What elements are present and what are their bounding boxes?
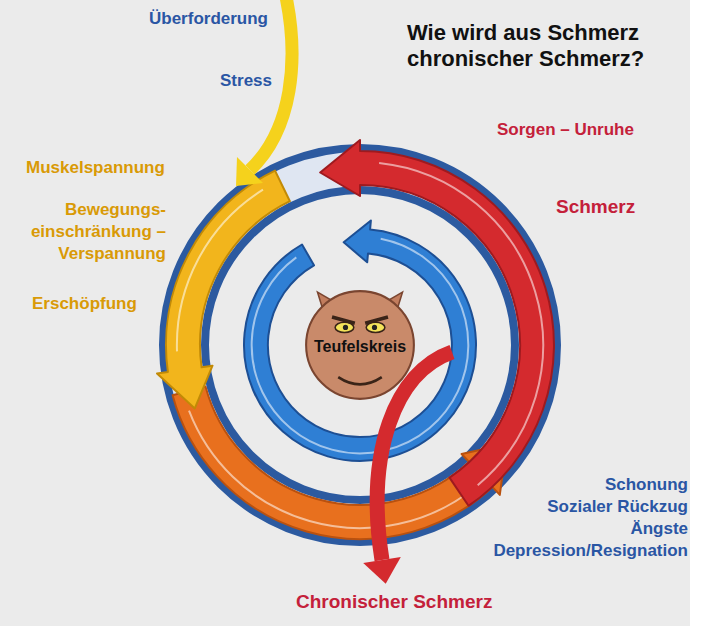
cycle-label: Muskelspannung bbox=[26, 157, 165, 178]
cycle-label: Schmerz bbox=[556, 195, 635, 219]
chronic-arrowhead bbox=[363, 557, 401, 584]
diagram-title: Wie wird aus Schmerz chronischer Schmerz… bbox=[407, 20, 677, 73]
devil-face-circle: Teufelskreis bbox=[303, 288, 417, 402]
cycle-label: Schonung bbox=[605, 474, 688, 495]
stress-arrowhead bbox=[236, 157, 263, 186]
cycle-label: Sozialer Rückzug bbox=[547, 496, 688, 517]
pupil bbox=[372, 325, 377, 330]
cycle-label: Sorgen – Unruhe bbox=[497, 119, 634, 140]
cycle-label: Stress bbox=[220, 70, 272, 91]
pupil bbox=[343, 325, 348, 330]
brows bbox=[332, 317, 388, 323]
node-text: Teufelskreis bbox=[303, 338, 417, 356]
cycle-label: Chronischer Schmerz bbox=[296, 590, 492, 614]
cycle-label: Bewegungs- einschränkung – Verspannung bbox=[6, 199, 166, 265]
cycle-label: Erschöpfung bbox=[32, 293, 137, 314]
cycle-label: Ängste bbox=[630, 518, 688, 539]
arrow-highlight bbox=[252, 239, 469, 454]
mouth bbox=[338, 377, 382, 384]
cycle-label: Überforderung bbox=[149, 8, 268, 29]
cycle-label: Depression/Resignation bbox=[493, 540, 688, 561]
inner-blue-arrow bbox=[244, 221, 476, 461]
